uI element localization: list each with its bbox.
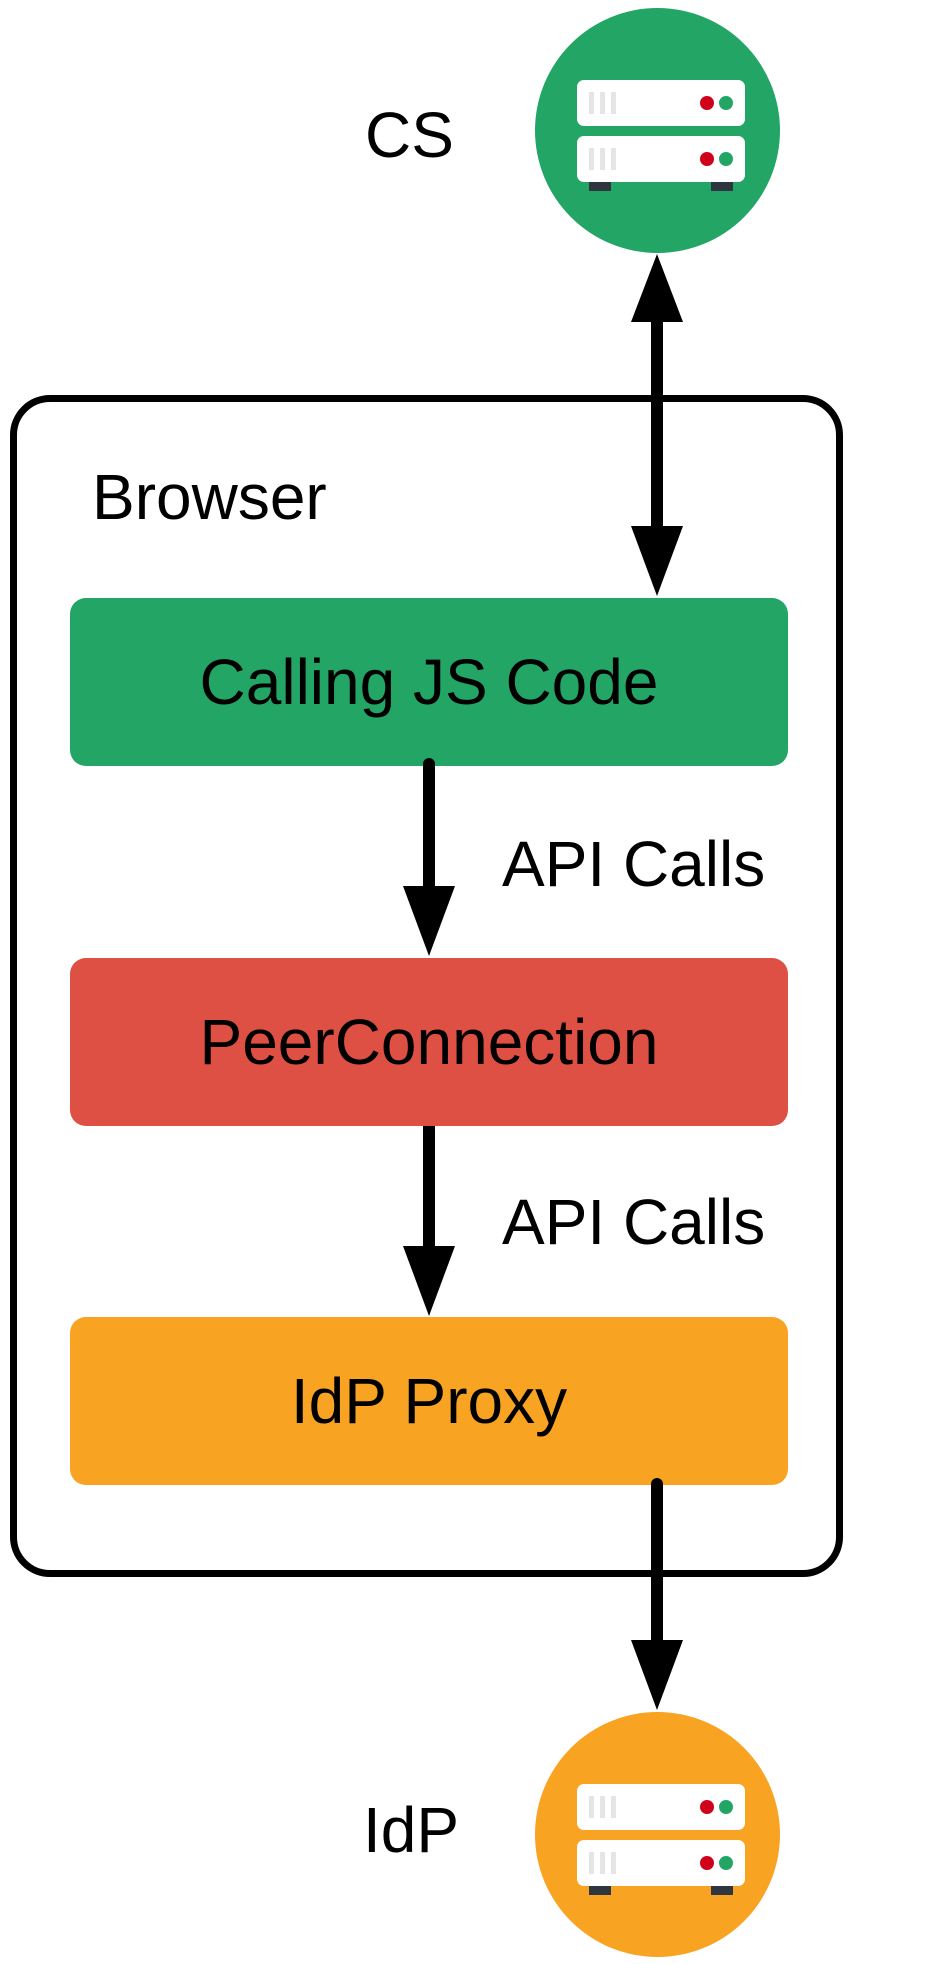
server-icon [577,80,745,191]
idp-proxy-box: IdP Proxy [70,1317,788,1485]
calling-js-code-box: Calling JS Code [70,598,788,766]
idp-label: IdP [363,1794,460,1866]
browser-container [10,395,843,1577]
calling-js-code-label: Calling JS Code [199,646,659,718]
api-calls-label-2: API Calls [502,1186,766,1258]
peer-connection-box: PeerConnection [70,958,788,1126]
peer-connection-label: PeerConnection [199,1006,659,1078]
browser-label: Browser [92,461,327,533]
api-calls-label-1: API Calls [502,828,766,900]
cs-label: CS [365,99,454,171]
idp-proxy-label: IdP Proxy [290,1365,568,1437]
idp-server-node [535,1712,780,1957]
server-icon [577,1784,745,1895]
cs-server-node [535,8,780,253]
